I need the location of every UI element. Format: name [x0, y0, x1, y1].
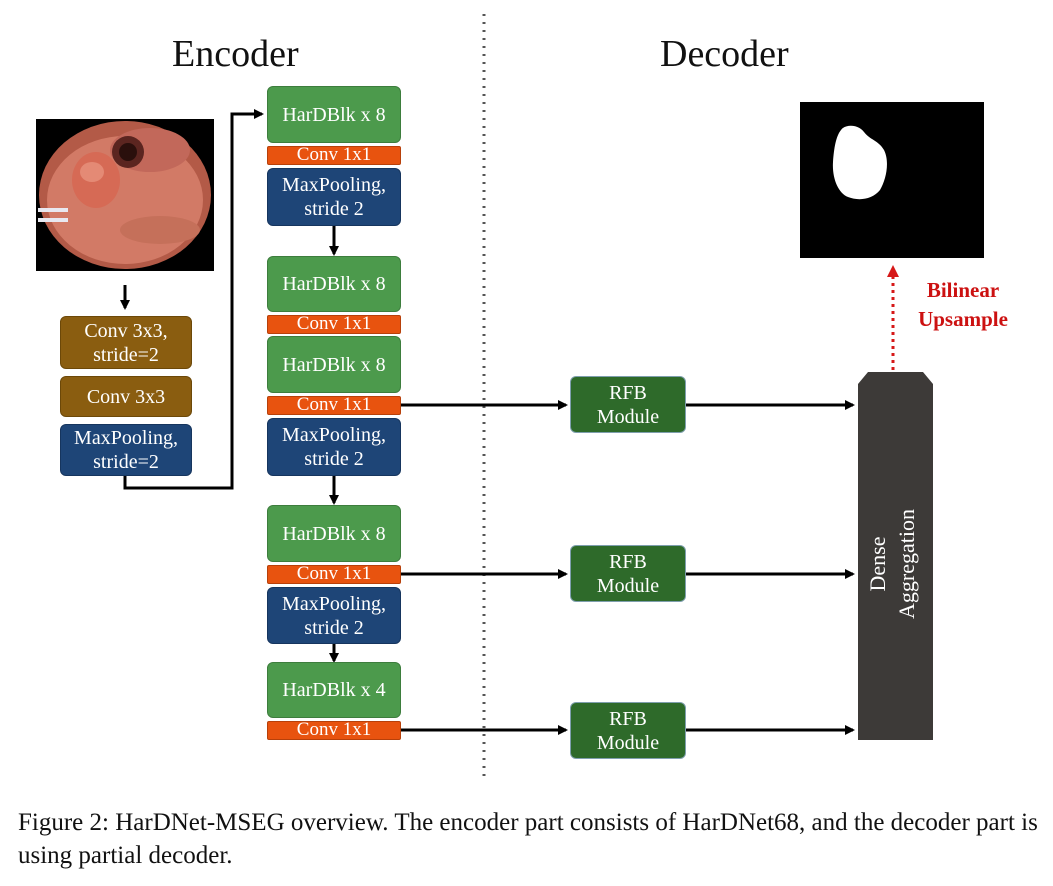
- stage5-hardblk: HarDBlk x 4: [267, 662, 401, 718]
- stage1-conv1x1: Conv 1x1: [267, 144, 401, 165]
- bilinear-upsample-label: Bilinear Upsample: [918, 278, 1008, 332]
- stage2-hardblk: HarDBlk x 8: [267, 256, 401, 312]
- segmentation-mask-output: [800, 102, 984, 258]
- rfb-module-3: RFB Module: [570, 702, 686, 759]
- stage3-maxpooling: MaxPooling, stride 2: [267, 418, 401, 476]
- stage3-hardblk: HarDBlk x 8: [267, 336, 401, 393]
- stage4-conv1x1: Conv 1x1: [267, 563, 401, 584]
- stage3-conv1x1: Conv 1x1: [267, 394, 401, 415]
- stem-maxpooling: MaxPooling, stride=2: [60, 424, 192, 476]
- stage5-conv1x1: Conv 1x1: [267, 719, 401, 740]
- encoder-title: Encoder: [172, 33, 299, 75]
- rfb-module-2: RFB Module: [570, 545, 686, 602]
- figure-caption: Figure 2: HarDNet-MSEG overview. The enc…: [18, 809, 1038, 870]
- stage1-hardblk: HarDBlk x 8: [267, 86, 401, 143]
- dense-aggregation-block: [858, 372, 933, 740]
- stage4-maxpooling: MaxPooling, stride 2: [267, 587, 401, 644]
- decoder-title: Decoder: [660, 33, 789, 75]
- rfb-module-1: RFB Module: [570, 376, 686, 433]
- endoscopy-input-image: [36, 119, 214, 271]
- stem-conv3x3: Conv 3x3: [60, 376, 192, 417]
- stem-conv3x3-stride2: Conv 3x3, stride=2: [60, 316, 192, 369]
- dense-aggregation-label: Dense Aggregation: [865, 509, 919, 619]
- arrow-stem-to-stage1: [123, 109, 264, 490]
- stage2-conv1x1: Conv 1x1: [267, 313, 401, 334]
- stage4-hardblk: HarDBlk x 8: [267, 505, 401, 562]
- stage1-maxpooling: MaxPooling, stride 2: [267, 168, 401, 226]
